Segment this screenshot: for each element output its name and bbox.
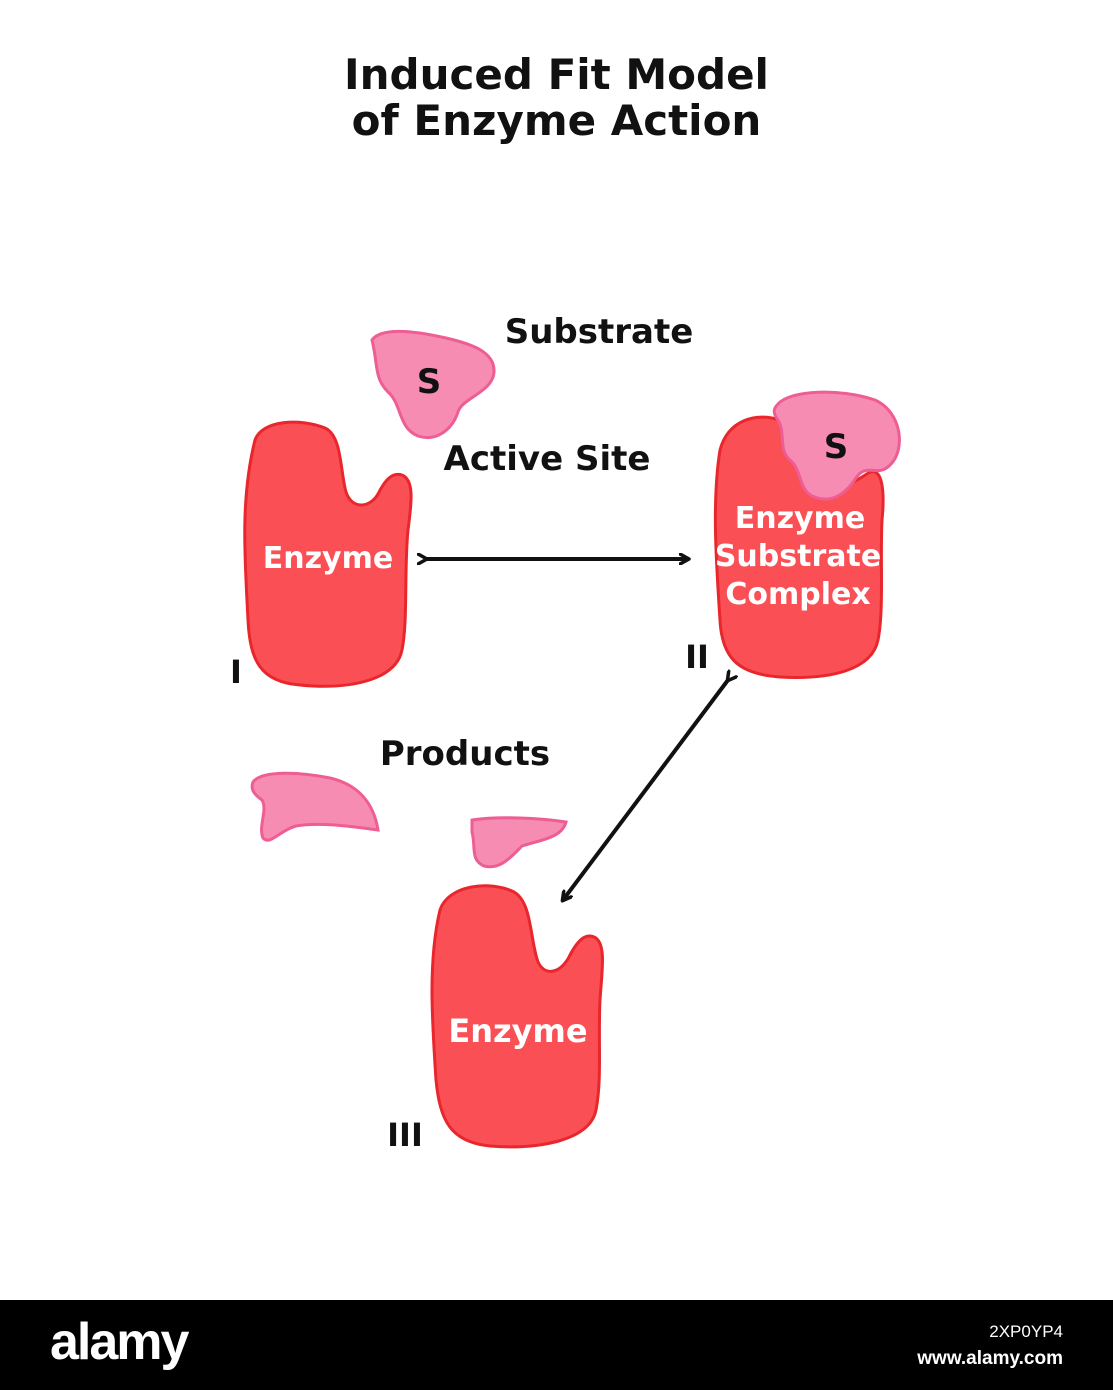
title-line-2: of Enzyme Action (351, 96, 762, 145)
brand-logo: alamy (50, 1313, 189, 1371)
induced-fit-diagram: Enzyme I S Substrate Active Site S Enzym… (230, 312, 901, 1154)
substrate-shape (370, 330, 496, 439)
stage-numeral-1: I (230, 653, 242, 691)
site-url-text: www.alamy.com (917, 1348, 1063, 1369)
stage-numeral-2: II (685, 638, 709, 676)
image-id-text: 2XP0YP4 (989, 1322, 1063, 1341)
product-shape-2 (470, 816, 568, 869)
arrow-stage-2-3 (563, 680, 728, 900)
substrate-symbol: S (417, 362, 442, 402)
complex-label-line-2: Substrate (715, 539, 881, 574)
title-line-1: Induced Fit Model (344, 50, 769, 99)
diagram-canvas: Induced Fit Model of Enzyme Action Enzym… (0, 52, 1113, 1154)
enzyme-shape-stage-3 (430, 884, 604, 1149)
diagram-title: Induced Fit Model of Enzyme Action (0, 52, 1113, 144)
stage-numeral-3: III (387, 1116, 423, 1154)
enzyme-label-stage-3: Enzyme (448, 1012, 587, 1050)
complex-label-line-3: Complex (725, 577, 870, 612)
watermark-footer: alamy 2XP0YP4 www.alamy.com (0, 1300, 1113, 1390)
complex-label-line-1: Enzyme (735, 501, 865, 536)
enzyme-shape-stage-1 (243, 420, 413, 688)
product-shape-1 (250, 771, 380, 842)
products-label: Products (380, 734, 550, 774)
enzyme-label-stage-1: Enzyme (263, 541, 393, 576)
complex-substrate-symbol: S (824, 427, 849, 467)
complex-substrate-shape (772, 390, 901, 501)
substrate-label: Substrate (505, 312, 694, 352)
active-site-label: Active Site (444, 439, 651, 479)
